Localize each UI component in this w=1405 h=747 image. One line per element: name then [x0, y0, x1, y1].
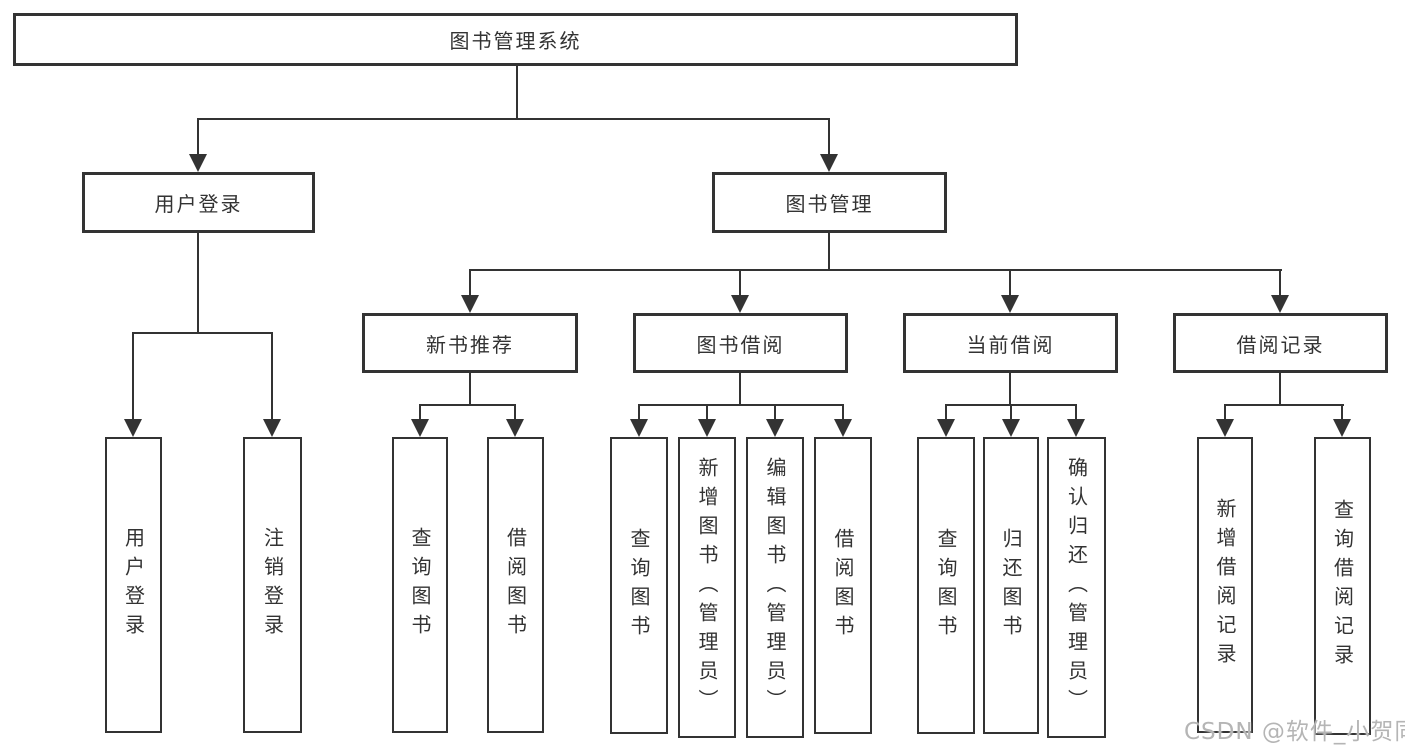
node-current-borrow: 当前借阅 — [903, 313, 1118, 373]
edge-borrow-records-branch — [1224, 404, 1344, 406]
edge-book-management-branch — [469, 269, 1282, 271]
node-label: 查询借阅记录 — [1330, 499, 1355, 673]
edge-to-user-login-leaf — [132, 334, 134, 421]
node-borrow-books: 借阅图书 — [814, 437, 872, 734]
node-borrow-books-recommend: 借阅图书 — [487, 437, 544, 733]
arrow-down-icon — [630, 419, 648, 437]
node-label: 借阅记录 — [1236, 332, 1325, 357]
node-return-books: 归还图书 — [983, 437, 1039, 734]
edge-leaf — [1224, 406, 1226, 421]
edge-leaf — [774, 406, 776, 421]
arrow-down-icon — [834, 419, 852, 437]
arrow-down-icon — [731, 295, 749, 313]
node-logout: 注销登录 — [243, 437, 302, 733]
arrow-down-icon — [820, 154, 838, 172]
node-label: 查询图书 — [627, 527, 651, 644]
node-user-login: 用户登录 — [82, 172, 315, 233]
arrow-down-icon — [1216, 419, 1234, 437]
edge-leaf — [514, 406, 516, 421]
arrow-down-icon — [1333, 419, 1351, 437]
node-label: 借阅图书 — [831, 527, 855, 644]
edge-current-borrow-stub — [1009, 373, 1011, 405]
node-label: 注销登录 — [260, 527, 285, 643]
node-book-borrow: 图书借阅 — [633, 313, 848, 373]
edge-root-stub — [516, 66, 518, 119]
node-label: 当前借阅 — [966, 332, 1055, 357]
node-label: 新书推荐 — [426, 332, 514, 357]
edge-leaf — [842, 406, 844, 421]
edge-to-logout-leaf — [271, 334, 273, 421]
node-label: 编辑图书（管理员） — [763, 457, 787, 718]
arrow-down-icon — [1067, 419, 1085, 437]
arrow-down-icon — [1271, 295, 1289, 313]
edge-to-user-login — [197, 120, 199, 156]
node-label: 用户登录 — [121, 527, 146, 643]
edge-user-login-stub — [197, 233, 199, 333]
edge-to-borrow-records — [1279, 271, 1281, 297]
node-label: 图书管理系统 — [449, 29, 582, 53]
node-label: 借阅图书 — [503, 527, 528, 643]
arrow-down-icon — [1001, 295, 1019, 313]
edge-root-branch — [197, 118, 830, 120]
arrow-down-icon — [937, 419, 955, 437]
edge-leaf — [638, 406, 640, 421]
node-query-books-borrow: 查询图书 — [610, 437, 668, 734]
node-add-borrow-record: 新增借阅记录 — [1197, 437, 1253, 733]
edge-leaf — [1075, 406, 1077, 421]
edge-book-borrow-stub — [739, 373, 741, 405]
edge-new-book-recommend-branch — [419, 404, 516, 406]
edge-new-book-recommend-stub — [469, 373, 471, 405]
edge-leaf — [1010, 406, 1012, 421]
edge-to-current-borrow — [1009, 271, 1011, 297]
node-label: 用户登录 — [154, 192, 243, 216]
node-label: 查询图书 — [408, 527, 432, 643]
arrow-down-icon — [766, 419, 784, 437]
node-book-management: 图书管理 — [712, 172, 947, 233]
edge-book-borrow-branch — [638, 404, 844, 406]
node-label: 图书管理 — [785, 192, 874, 216]
node-label: 新增借阅记录 — [1213, 498, 1237, 672]
arrow-down-icon — [698, 419, 716, 437]
edge-current-borrow-branch — [945, 404, 1077, 406]
arrow-down-icon — [461, 295, 479, 313]
node-library-management-system: 图书管理系统 — [13, 13, 1018, 66]
node-label: 新增图书（管理员） — [695, 457, 719, 718]
edge-to-new-book-recommend — [469, 271, 471, 297]
arrow-down-icon — [189, 154, 207, 172]
edge-user-login-branch — [132, 332, 273, 334]
node-add-books-admin: 新增图书（管理员） — [678, 437, 736, 738]
node-confirm-return-admin: 确认归还（管理员） — [1047, 437, 1106, 738]
node-borrow-records: 借阅记录 — [1173, 313, 1388, 373]
node-label: 查询图书 — [934, 527, 958, 644]
node-query-books-recommend: 查询图书 — [392, 437, 448, 733]
arrow-down-icon — [411, 419, 429, 437]
node-query-borrow-record: 查询借阅记录 — [1314, 437, 1371, 735]
edge-to-book-borrow — [739, 271, 741, 297]
node-label: 确认归还（管理员） — [1064, 457, 1089, 718]
node-label: 图书借阅 — [696, 332, 785, 357]
csdn-watermark: CSDN @软件_小贺同学 — [1184, 719, 1405, 745]
node-new-book-recommend: 新书推荐 — [362, 313, 578, 373]
edge-book-management-stub — [828, 233, 830, 270]
edge-leaf — [419, 406, 421, 421]
edge-leaf — [706, 406, 708, 421]
edge-leaf — [945, 406, 947, 421]
arrow-down-icon — [263, 419, 281, 437]
arrow-down-icon — [1002, 419, 1020, 437]
node-edit-books-admin: 编辑图书（管理员） — [746, 437, 804, 738]
edge-leaf — [1341, 406, 1343, 421]
node-user-login-leaf: 用户登录 — [105, 437, 162, 733]
edge-borrow-records-stub — [1279, 373, 1281, 405]
arrow-down-icon — [506, 419, 524, 437]
node-label: 归还图书 — [999, 527, 1023, 644]
arrow-down-icon — [124, 419, 142, 437]
node-query-books-current: 查询图书 — [917, 437, 975, 734]
edge-to-book-management — [828, 120, 830, 156]
